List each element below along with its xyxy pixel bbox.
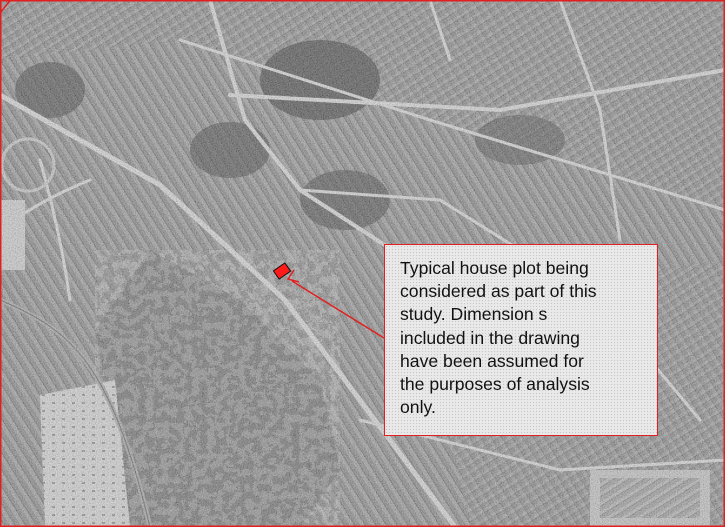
- callout-box: Typical house plot being considered as p…: [384, 244, 658, 436]
- callout-line: the purposes of analysis: [400, 374, 590, 395]
- pointer-arrow: [286, 269, 385, 339]
- callout-line: Typical house plot being: [400, 258, 589, 278]
- callout-line: study. Dimension s: [400, 304, 548, 325]
- callout-line: have been assumed for: [400, 350, 584, 371]
- typical-house-plot: [272, 262, 292, 280]
- callout-line: considered as part of this: [400, 281, 597, 302]
- callout-line: only.: [400, 397, 436, 418]
- callout-line: included in the drawing: [400, 327, 580, 348]
